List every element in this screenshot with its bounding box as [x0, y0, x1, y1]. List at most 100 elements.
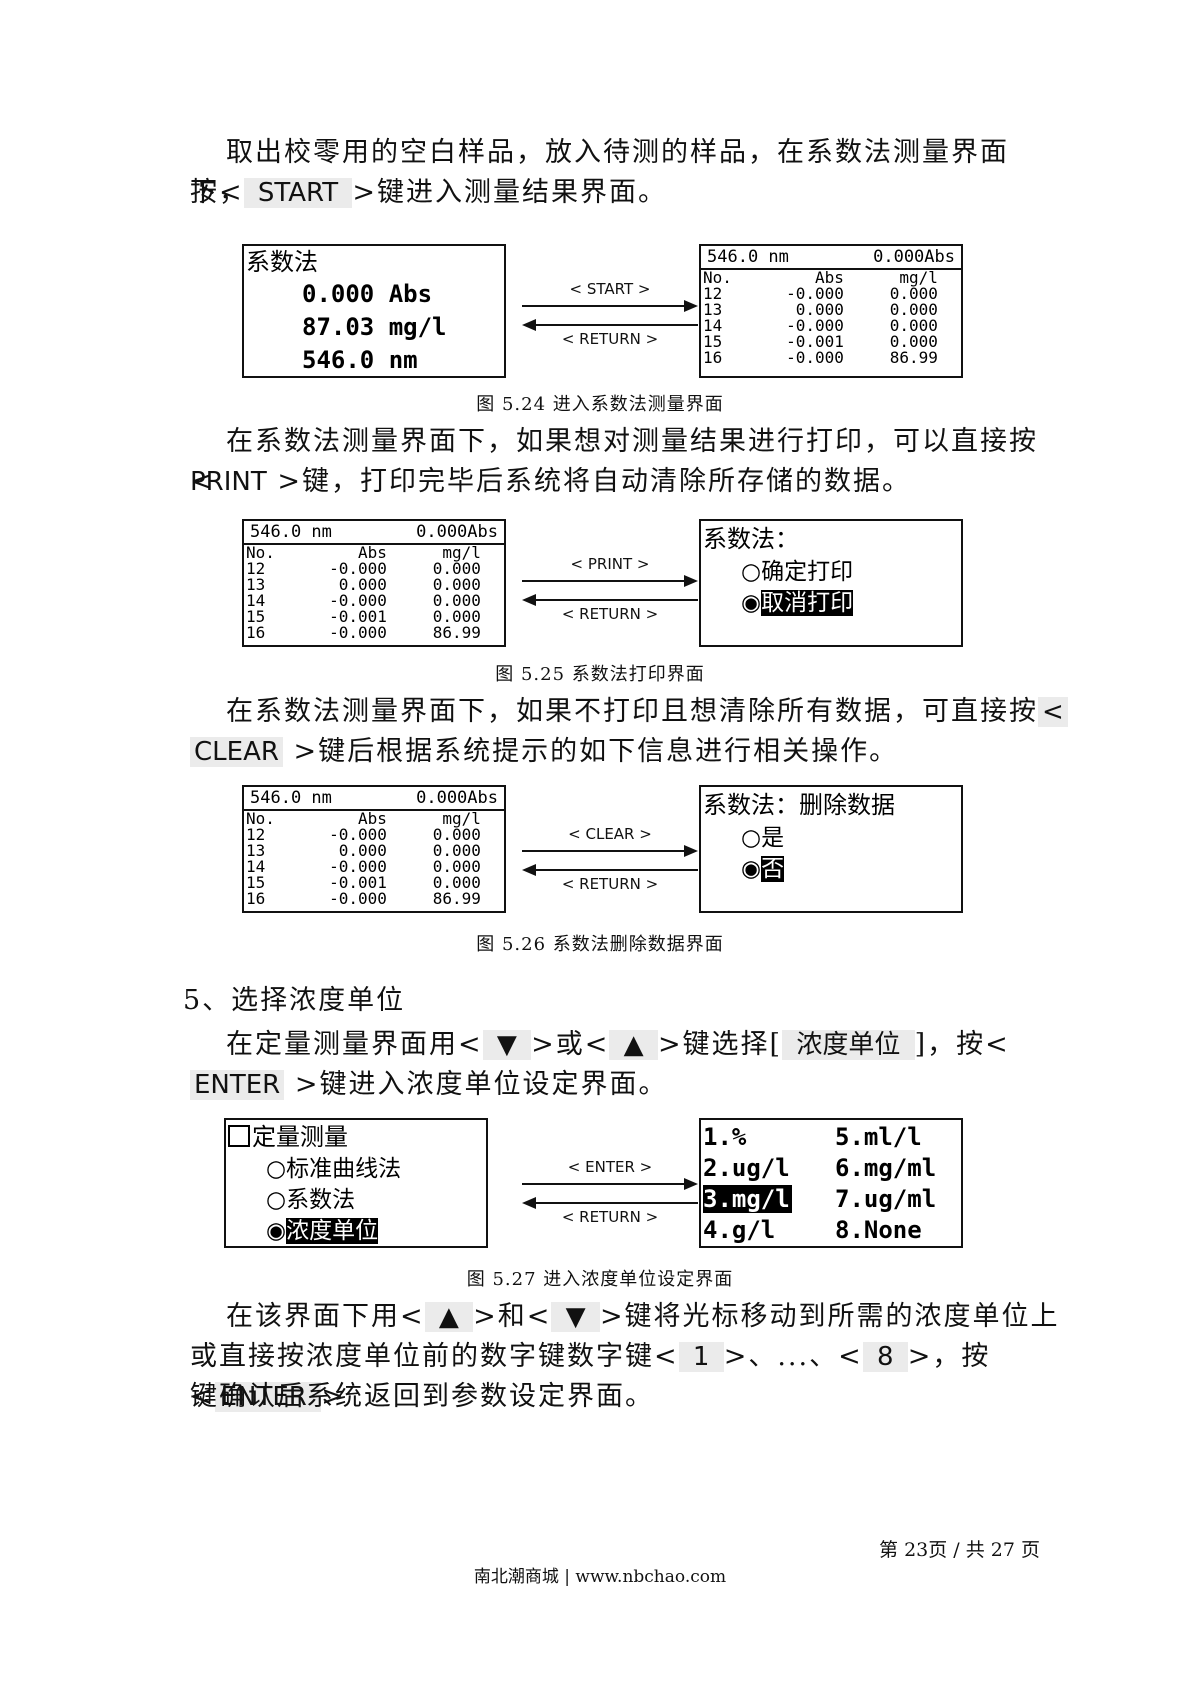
col-unit: mg/l	[899, 268, 938, 287]
cell-val: 0.000	[432, 857, 481, 876]
right-arrow-icon	[522, 575, 698, 587]
text: >或<	[531, 1029, 610, 1060]
cell-val: 0.000	[432, 841, 481, 860]
clear-key: CLEAR	[190, 737, 283, 767]
cell-abs: -0.000	[329, 623, 387, 642]
right-arrow-icon	[522, 845, 698, 857]
key-1: 1	[678, 1342, 724, 1372]
table-row: 14 -0.000 0.000	[246, 593, 485, 609]
text: 按<	[190, 177, 244, 208]
unit-option: 5.ml/l	[835, 1123, 922, 1151]
paragraph-1-line2: 按< START >键进入测量结果界面。	[190, 173, 1040, 213]
table-row: 13 0.000 0.000	[703, 302, 942, 318]
conc-value: 87.03 mg/l	[302, 313, 447, 341]
cell-val: 0.000	[432, 591, 481, 610]
unit-grid: 1.% 2.ug/l 3.mg/l 4.g/l 5.ml/l 6.mg/ml 7…	[701, 1120, 961, 1246]
text: 在定量测量界面用<	[226, 1029, 483, 1060]
col-no: No.	[246, 809, 275, 828]
key-bracket: <	[1038, 697, 1068, 727]
coefficient-measure-screen: 系数法 0.000 Abs 87.03 mg/l 546.0 nm	[242, 244, 506, 378]
unit-option: 8.None	[835, 1216, 922, 1244]
result-header: 546.0 nm 0.000Abs	[244, 787, 504, 811]
cell-no: 14	[703, 316, 723, 335]
left-arrow-icon	[522, 1197, 698, 1209]
cell-val: 0.000	[432, 825, 481, 844]
left-arrow-icon	[522, 864, 698, 876]
cell-no: 12	[246, 559, 266, 578]
cell-abs: -0.001	[329, 607, 387, 626]
cell-abs: 0.000	[338, 841, 387, 860]
radio-selected-icon: ◉	[741, 856, 762, 882]
cell-abs: -0.000	[329, 825, 387, 844]
paragraph-2-line2: PRINT >键，打印完毕后系统将自动清除所存储的数据。	[190, 462, 1040, 502]
cell-abs: -0.001	[329, 873, 387, 892]
header-abs: 0.000Abs	[416, 788, 498, 808]
print-key: PRINT	[190, 467, 267, 497]
para1-line1: 取出校零用的空白样品，放入待测的样品，在系数法测量界面下，	[190, 137, 1009, 208]
cell-abs: -0.000	[329, 857, 387, 876]
cell-val: 0.000	[432, 607, 481, 626]
text: ]，按<	[914, 1029, 1010, 1060]
paragraph-1: 取出校零用的空白样品，放入待测的样品，在系数法测量界面下，	[190, 133, 1040, 213]
text: >、...、<	[723, 1341, 863, 1372]
paragraph-4: 在定量测量界面用< ▼ >或< ▲ >键选择[ 浓度单位 ]，按<	[190, 1025, 1070, 1065]
cell-abs: -0.000	[786, 316, 844, 335]
text: >键选择[	[657, 1029, 783, 1060]
header-abs: 0.000Abs	[873, 247, 955, 267]
figure-caption-5-24: 图 5.24 进入系数法测量界面	[476, 394, 724, 415]
figure-caption-5-27: 图 5.27 进入浓度单位设定界面	[466, 1269, 734, 1290]
abs-value: 0.000 Abs	[302, 280, 433, 308]
cell-val: 86.99	[889, 348, 938, 367]
text: >键将光标移动到所需的浓度单位上	[599, 1301, 1060, 1332]
arrow-label-start: < START >	[569, 280, 651, 298]
arrow-label-return: < RETURN >	[561, 1208, 659, 1226]
cell-abs: -0.000	[329, 591, 387, 610]
cell-no: 13	[703, 300, 723, 319]
cell-abs: 0.000	[338, 575, 387, 594]
arrows-fig24: < START > < RETURN >	[520, 280, 700, 350]
paragraph-4-line2: ENTER >键进入浓度单位设定界面。	[190, 1065, 1040, 1105]
unit-option: 4.g/l	[703, 1216, 776, 1244]
cell-abs: 0.000	[795, 300, 844, 319]
radio-selected-icon: ◉	[741, 590, 762, 616]
arrow-label-return: < RETURN >	[561, 330, 659, 348]
text: >	[321, 1381, 346, 1412]
conc-unit-screen: 1.% 2.ug/l 3.mg/l 4.g/l 5.ml/l 6.mg/ml 7…	[699, 1118, 963, 1248]
arrows-fig26: < CLEAR > < RETURN >	[520, 825, 700, 895]
cell-val: 0.000	[889, 300, 938, 319]
unit-option: 6.mg/ml	[835, 1154, 937, 1182]
cell-no: 13	[246, 841, 266, 860]
cell-val: 0.000	[889, 332, 938, 351]
enter-key: ENTER	[190, 1070, 285, 1100]
menu-icon	[228, 1125, 250, 1147]
key-8: 8	[862, 1342, 908, 1372]
header-wavelength: 546.0 nm	[250, 788, 332, 808]
cell-val: 0.000	[432, 575, 481, 594]
text: >和<	[473, 1301, 552, 1332]
cell-no: 15	[246, 607, 266, 626]
screen-title: 系数法	[246, 248, 318, 276]
col-no: No.	[246, 543, 275, 562]
cell-val: 0.000	[432, 559, 481, 578]
col-unit: mg/l	[442, 809, 481, 828]
option-conc-unit: ◉浓度单位	[226, 1216, 486, 1246]
text: 在系数法测量界面下，如果不打印且想清除所有数据，可直接按	[226, 696, 1038, 727]
quantitative-menu-screen: 定量测量 ○标准曲线法 ○系数法 ◉浓度单位	[224, 1118, 488, 1248]
cell-no: 14	[246, 591, 266, 610]
arrow-label-clear: < CLEAR >	[568, 825, 652, 843]
arrow-label-print: < PRINT >	[570, 555, 650, 573]
arrow-label-return: < RETURN >	[561, 605, 659, 623]
cell-val: 0.000	[889, 316, 938, 335]
